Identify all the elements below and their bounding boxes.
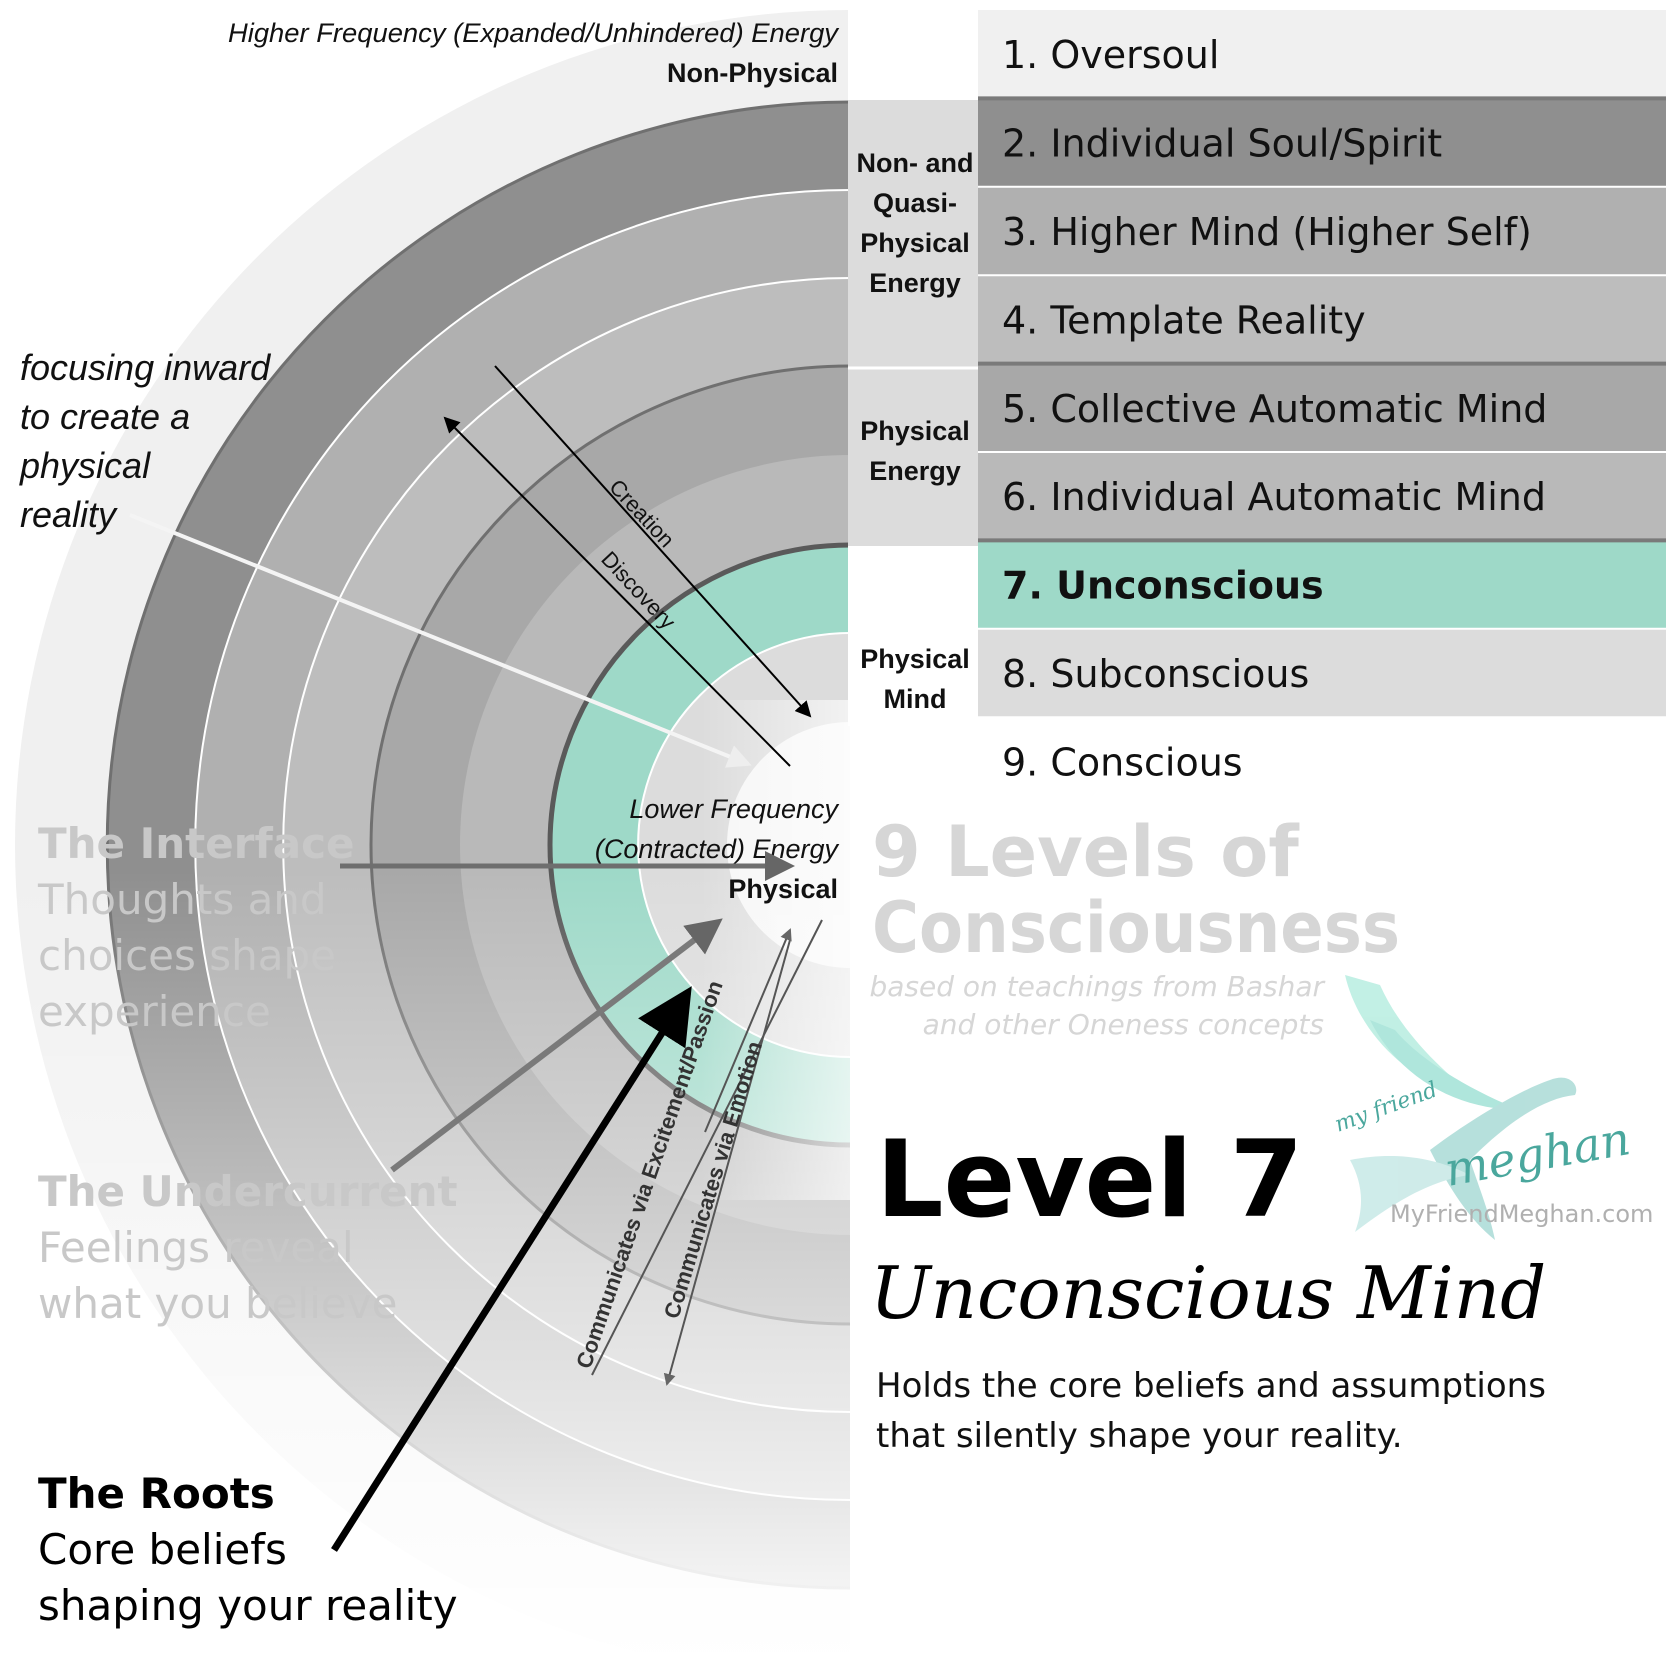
title-sub-1: based on teachings from Bashar [869, 970, 1325, 1003]
energy-bottom-label-1: Lower Frequency [629, 794, 839, 824]
level-row-5 [978, 363, 1666, 452]
title-line-2: Consciousness [872, 887, 1400, 969]
level-label-1: 1. Oversoul [1002, 33, 1219, 77]
undercurrent-line-2: what you believe [38, 1279, 397, 1328]
group-label-nonphysical-3: Physical [860, 228, 970, 258]
logo-url: MyFriendMeghan.com [1390, 1200, 1653, 1228]
group-label-nonphysical-1: Non- and [857, 148, 974, 178]
focusing-line-3: physical [19, 445, 151, 486]
group-label-physical-energy-2: Energy [869, 456, 961, 486]
bird-logo-icon [1345, 975, 1577, 1240]
level-description-2: that silently shape your reality. [876, 1416, 1403, 1456]
group-label-physical-mind-2: Mind [884, 684, 947, 714]
level-subheading: Unconscious Mind [870, 1251, 1546, 1335]
level-row-1 [978, 10, 1666, 99]
undercurrent-title: The Undercurrent [38, 1167, 458, 1216]
energy-top-label: Higher Frequency (Expanded/Unhindered) E… [228, 18, 840, 48]
undercurrent-line-1: Feelings reveal [38, 1223, 354, 1272]
interface-line-1: Thoughts and [37, 875, 327, 924]
level-heading: Level 7 [876, 1118, 1303, 1241]
group-label-nonphysical-2: Quasi- [873, 188, 957, 218]
group-band-nonphysical [848, 100, 978, 368]
level-detail: Level 7 Unconscious Mind Holds the core … [870, 1118, 1546, 1456]
level-label-6: 6. Individual Automatic Mind [1002, 475, 1546, 519]
levels-table [848, 10, 978, 726]
level-row-3 [978, 186, 1666, 276]
layer-labels: The Interface Thoughts and choices shape… [37, 819, 458, 1630]
undercurrent-arrow [390, 918, 723, 1173]
energy-bottom-label-2: (Contracted) Energy [595, 834, 840, 864]
roots-line-2: shaping your reality [38, 1581, 458, 1630]
level-label-2: 2. Individual Soul/Spirit [1002, 122, 1442, 166]
level-label-4: 4. Template Reality [1002, 298, 1366, 342]
group-band-physical-energy [848, 368, 978, 546]
level-label-9: 9. Conscious [1002, 740, 1243, 784]
level-row-4 [978, 275, 1666, 364]
level-row-9 [978, 717, 1666, 806]
creation-arrow [494, 365, 812, 718]
energy-bottom-physicality: Physical [728, 874, 838, 904]
level-row-8 [978, 628, 1666, 718]
interface-line-2: choices shape [38, 931, 336, 980]
level-label-3: 3. Higher Mind (Higher Self) [1002, 210, 1532, 254]
group-label-physical-mind-1: Physical [860, 644, 970, 674]
main-title: 9 Levels of Consciousness based on teach… [869, 811, 1400, 1041]
roots-line-1: Core beliefs [38, 1525, 287, 1574]
interface-title: The Interface [38, 819, 354, 868]
roots-arrow [331, 986, 692, 1552]
group-label-nonphysical-4: Energy [869, 268, 961, 298]
focusing-arrow [129, 513, 752, 768]
group-label-physical-energy-1: Physical [860, 416, 970, 446]
energy-top-physicality: Non-Physical [667, 58, 838, 88]
title-line-1: 9 Levels of [872, 811, 1300, 893]
level-label-8: 8. Subconscious [1002, 652, 1309, 696]
focusing-line-4: reality [20, 494, 118, 535]
roots-title: The Roots [38, 1469, 275, 1518]
focusing-inward: focusing inward to create a physical rea… [19, 347, 752, 768]
focusing-line-1: focusing inward [20, 347, 271, 388]
level-row-7 [978, 540, 1666, 629]
level-description-1: Holds the core beliefs and assumptions [876, 1366, 1546, 1406]
discovery-arrow [443, 416, 791, 767]
level-row-2 [978, 98, 1666, 187]
level-row-6 [978, 452, 1666, 541]
title-sub-2: and other Oneness concepts [923, 1008, 1324, 1041]
group-labels: Non- and Quasi- Physical Energy Physical… [857, 148, 974, 714]
focusing-line-2: to create a [20, 396, 190, 437]
level-label-5: 5. Collective Automatic Mind [1002, 387, 1547, 431]
level-label-7: 7. Unconscious [1002, 564, 1324, 608]
interface-line-3: experience [38, 987, 271, 1036]
